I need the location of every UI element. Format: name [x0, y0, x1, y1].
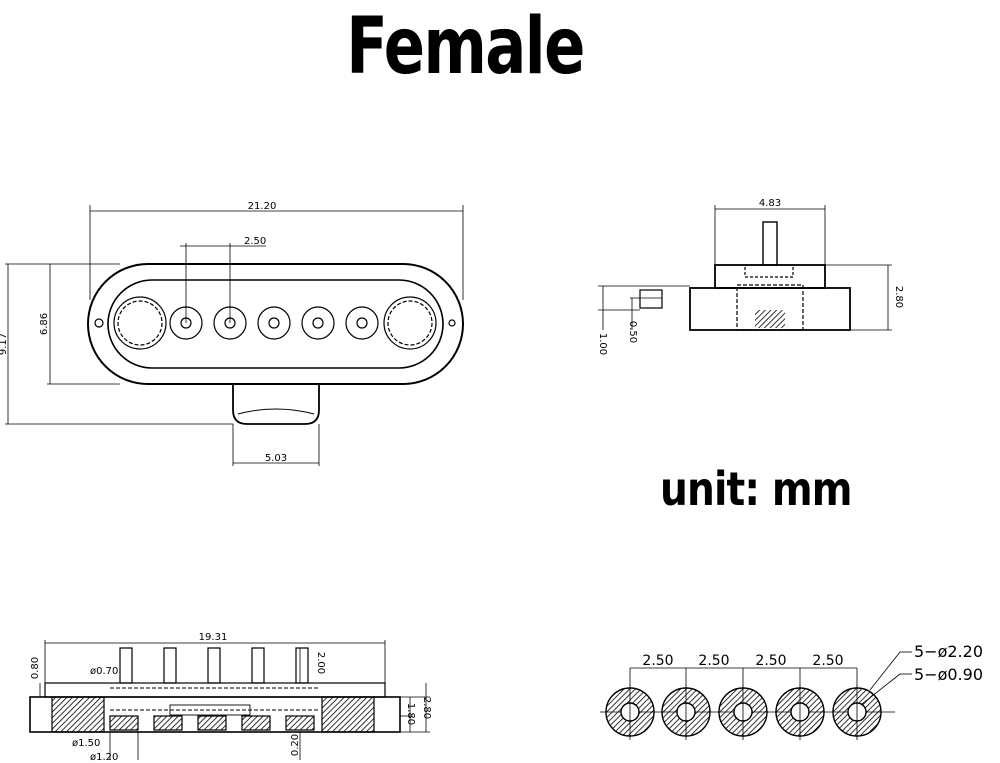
dim-section-hole-b-label: ø1.20 [90, 752, 118, 763]
dim-section-gap-label: 0.20 [290, 734, 301, 756]
side-latch [639, 289, 663, 309]
polarity-mark [94, 318, 104, 328]
pad [661, 685, 711, 740]
front-pin [345, 306, 379, 340]
side-pin [762, 221, 778, 266]
section-pin [119, 647, 133, 684]
front-pin [301, 306, 335, 340]
section-hatch-left [51, 696, 105, 733]
front-pin-hole [312, 317, 324, 329]
leader-outer-dia [869, 651, 901, 691]
front-pin-hole [356, 317, 368, 329]
dim-section-total-label: 2.80 [421, 697, 432, 719]
section-contact [241, 715, 271, 731]
dim-pad-pitch-label: 2.50 [812, 653, 843, 669]
section-pins [109, 647, 315, 731]
section-view [29, 640, 430, 760]
side-pin-base [744, 264, 794, 278]
dim-side-height-label: 2.80 [893, 286, 904, 308]
dim-inner-dia-label: 5−ø0.90 [914, 665, 983, 684]
section-hatch-right [321, 696, 375, 733]
section-pin [163, 647, 177, 684]
section-contact [285, 715, 315, 731]
dim-section-length-label: 19.31 [199, 632, 228, 643]
dim-pad-pitch-label: 2.50 [698, 653, 729, 669]
dim-pad-pitch-label: 2.50 [755, 653, 786, 669]
front-view [5, 205, 464, 466]
leader-inner-dia [861, 673, 901, 705]
front-pin [257, 306, 291, 340]
pad [832, 685, 882, 740]
dim-height-body-label: 6.86 [39, 313, 50, 335]
dim-pad-pitch-label: 2.50 [642, 653, 673, 669]
pad [605, 685, 655, 740]
dim-side-width-label: 4.83 [759, 198, 781, 209]
dim-section-pin-height-label: 0.80 [30, 657, 41, 679]
section-contact [197, 715, 227, 731]
pad [775, 685, 825, 740]
left-boss-dashed [117, 300, 163, 346]
section-pin [295, 647, 309, 684]
dim-side-step-label: 0.50 [627, 321, 638, 343]
right-boss [383, 296, 437, 350]
right-boss-dashed [387, 300, 433, 346]
front-pins [169, 306, 379, 340]
section-contact [109, 715, 139, 731]
side-contact-hatch [755, 310, 785, 328]
section-center-rail [169, 704, 251, 716]
dim-tab-label: 5.03 [265, 453, 287, 464]
unit-label: unit: mm [660, 462, 853, 516]
dim-section-pin-dia-label: ø0.70 [90, 666, 118, 677]
section-pin [207, 647, 221, 684]
section-top-plate [44, 682, 386, 698]
left-boss [113, 296, 167, 350]
connector-tab [232, 384, 320, 425]
connector-slot-outline [107, 279, 444, 369]
dim-pitch-label: 2.50 [244, 236, 266, 247]
dim-section-hole-a-label: ø1.50 [72, 738, 100, 749]
pad-pattern [600, 651, 912, 740]
dim-outer-dia-label: 5−ø2.20 [914, 642, 983, 661]
dim-section-pin-len-label: 2.00 [315, 652, 326, 674]
dim-width-label: 21.20 [248, 201, 277, 212]
polarity-mark [448, 319, 456, 327]
pad [718, 685, 768, 740]
section-contact [153, 715, 183, 731]
side-view [598, 205, 892, 331]
dim-side-pin-label: 1.00 [597, 333, 608, 355]
section-pin [251, 647, 265, 684]
front-pin-hole [268, 317, 280, 329]
page-title: Female [346, 2, 585, 92]
connector-body-outline [87, 263, 464, 385]
tab-grip [237, 408, 315, 415]
dim-section-body-label: 1.80 [405, 703, 416, 725]
dim-height-outer-label: 9.17 [0, 333, 9, 355]
side-cavity [736, 284, 804, 331]
